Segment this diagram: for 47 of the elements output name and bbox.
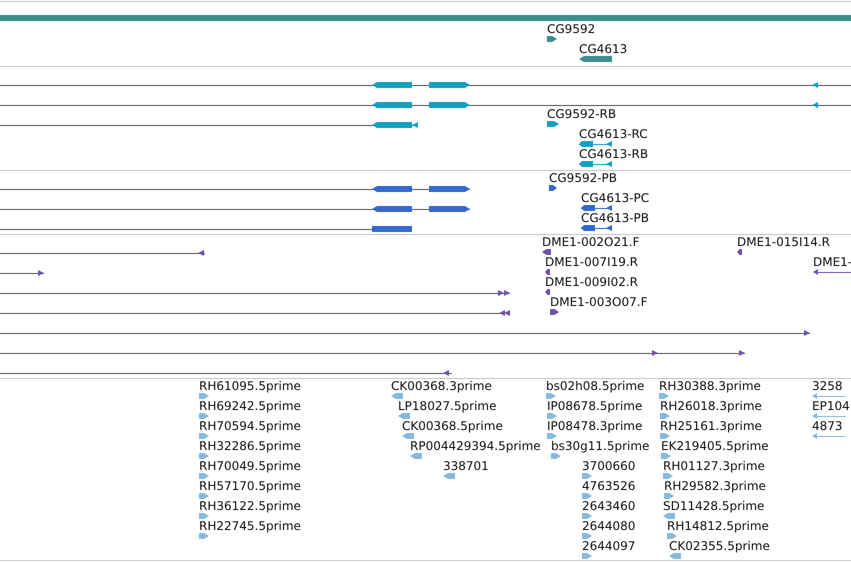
feature-label: RH14812.5prime: [667, 519, 769, 533]
feature-label: 2643460: [582, 499, 636, 513]
feature-label: SD11428.5prime: [663, 499, 764, 513]
feature-label: EP104: [812, 399, 850, 413]
feature-label: bs30g11.5prime: [551, 439, 650, 453]
feature-label: RH22745.5prime: [199, 519, 301, 533]
feature-label: CK02355.5prime: [669, 539, 770, 553]
feature-label: CG4613-RB: [579, 147, 648, 161]
feature-label: RH26018.3prime: [660, 399, 762, 413]
feature-label: RH25161.3prime: [660, 419, 762, 433]
feature-label: CG4613-RC: [579, 127, 648, 141]
feature-label: DME1-015I14.R: [737, 235, 830, 249]
feature-label: 3258: [812, 379, 843, 393]
feature-label: 2644080: [582, 519, 636, 533]
feature-label: DME1-003O07.F: [550, 295, 648, 309]
feature-label: CG4613-PB: [581, 211, 650, 225]
feature-label: RH70594.5prime: [199, 419, 301, 433]
feature-label: DME1-007I19.R: [545, 255, 638, 269]
feature-label: RH29582.3prime: [664, 479, 766, 493]
feature-label: RH30388.3prime: [659, 379, 761, 393]
feature-label: RH32286.5prime: [199, 439, 301, 453]
feature-label: CK00368.5prime: [402, 419, 503, 433]
feature-label: CG4613-PC: [581, 191, 650, 205]
feature-label: CK00368.3prime: [391, 379, 492, 393]
feature-label: RP004429394.5prime: [410, 439, 541, 453]
feature-label: bs02h08.5prime: [546, 379, 644, 393]
feature-label: EK219405.5prime: [661, 439, 769, 453]
feature-label: DME1-009I02.R: [545, 275, 638, 289]
feature-label: RH36122.5prime: [199, 499, 301, 513]
feature-label: CG9592-PB: [549, 171, 618, 185]
feature-label: 338701: [443, 459, 489, 473]
feature-label: 4763526: [582, 479, 636, 493]
feature-label: 3700660: [582, 459, 636, 473]
feature-label: RH69242.5prime: [199, 399, 301, 413]
feature-label: DME1-002O21.F: [542, 235, 640, 249]
feature-label: RH57170.5prime: [199, 479, 301, 493]
feature-label: IP08678.5prime: [547, 399, 642, 413]
feature-label: LP18027.5prime: [398, 399, 497, 413]
feature-label: 2644097: [582, 539, 636, 553]
feature-label: CG9592: [547, 22, 596, 36]
feature-label: RH70049.5prime: [199, 459, 301, 473]
feature-label: CG4613: [579, 42, 628, 56]
feature-label: RH61095.5prime: [199, 379, 301, 393]
feature-label: 4873: [812, 419, 843, 433]
feature-label: CG9592-RB: [547, 107, 616, 121]
feature-label: IP08478.3prime: [547, 419, 642, 433]
feature-label: RH01127.3prime: [663, 459, 765, 473]
